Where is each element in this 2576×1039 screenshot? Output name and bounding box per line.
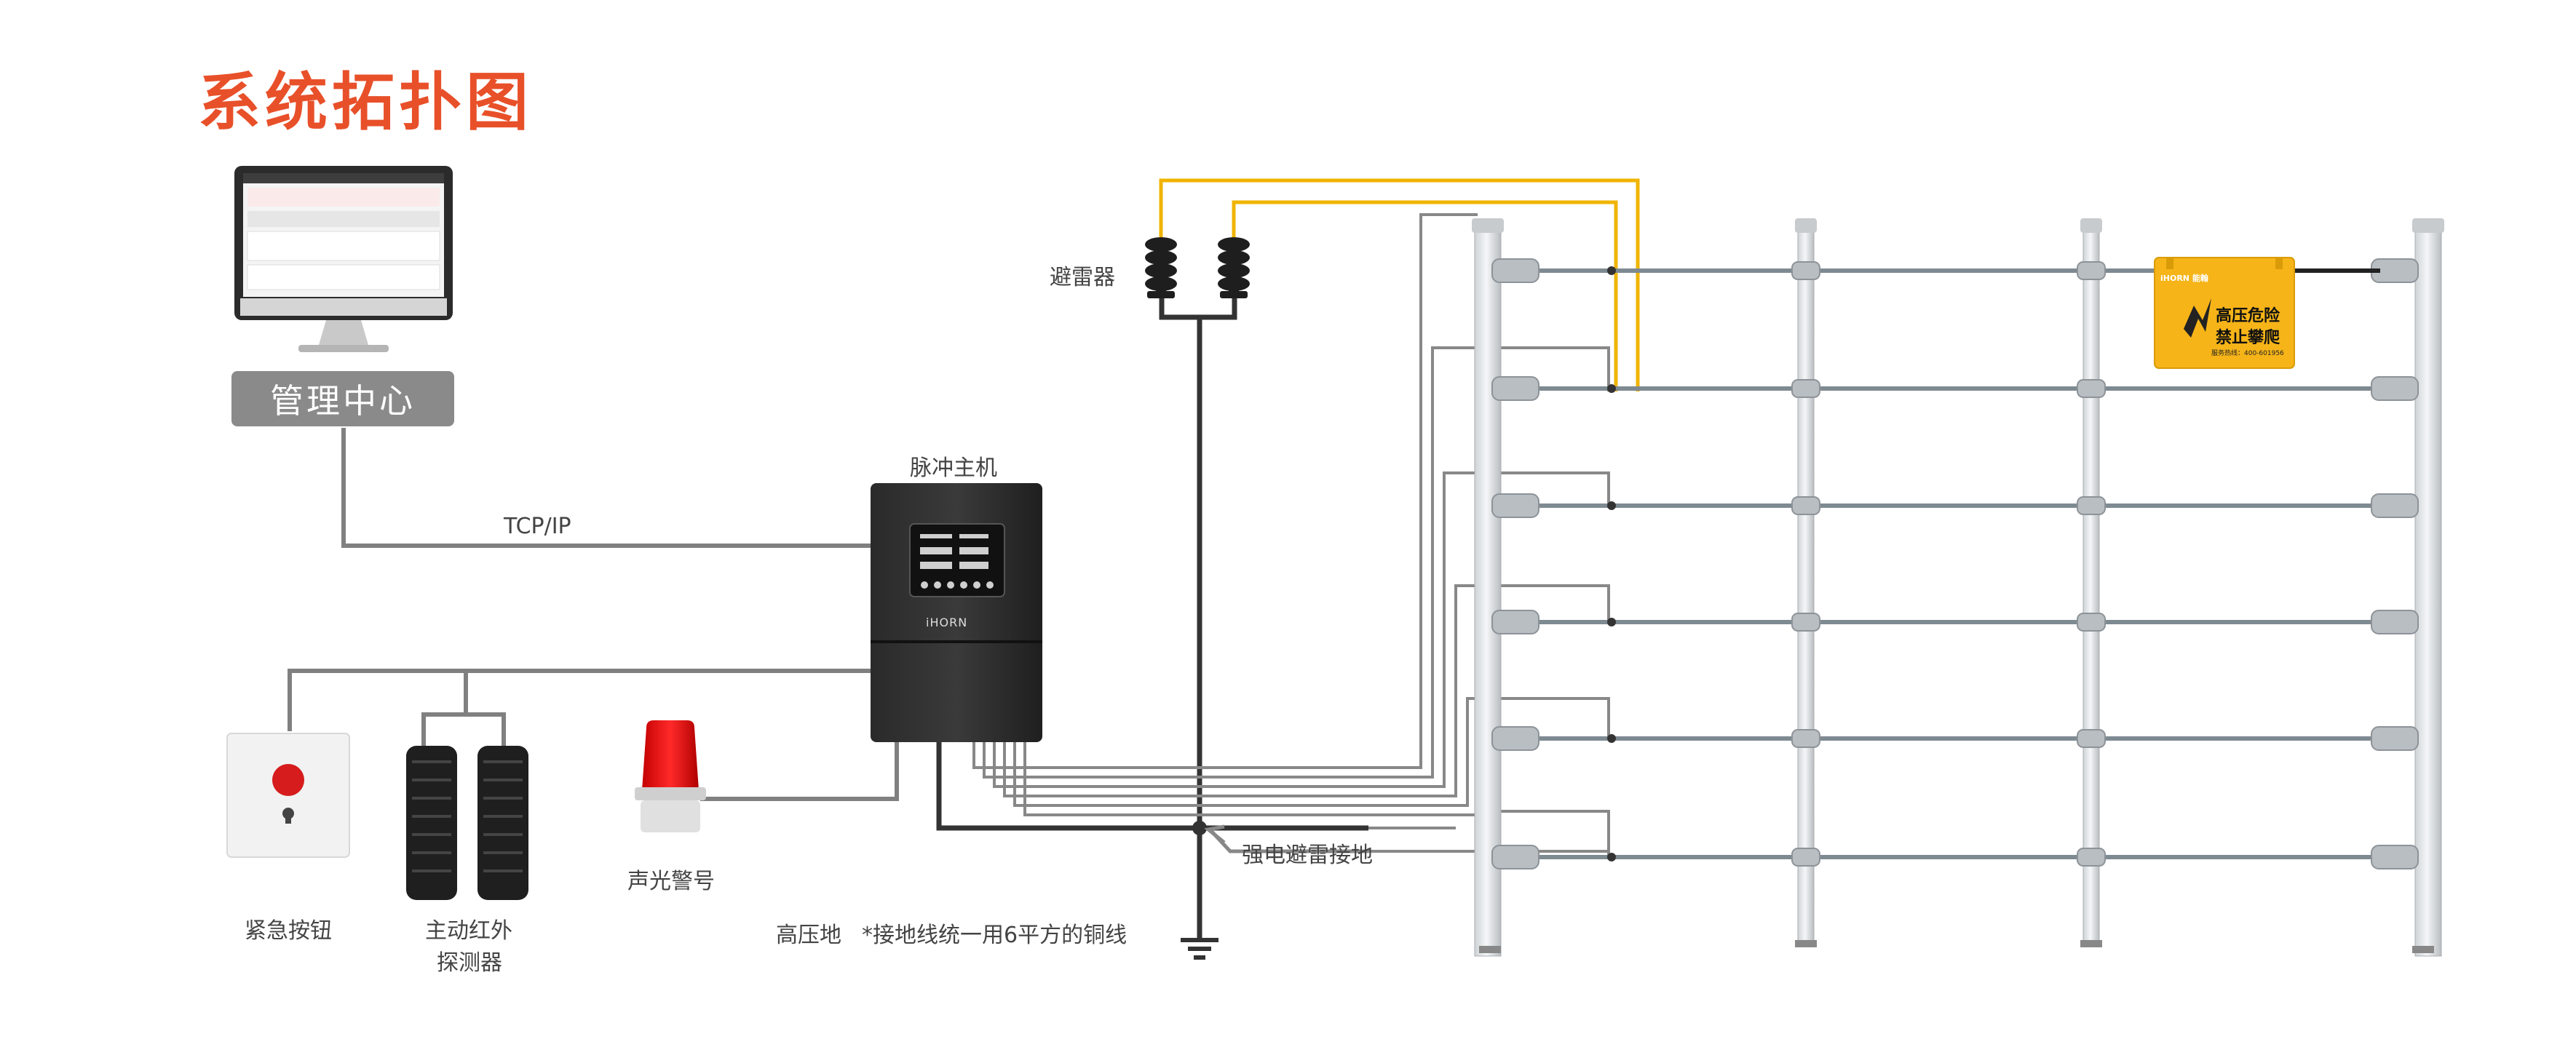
sign-line-1: 高压危险	[2216, 307, 2280, 325]
lightning-arrester-icon	[1145, 237, 1250, 298]
sound-light-alarm-label: 声光警号	[627, 869, 715, 894]
high-voltage-warning-icon	[2184, 298, 2211, 338]
ground-note: *接地线统一用6平方的铜线	[862, 923, 1128, 948]
fence-feed-cables	[972, 213, 1610, 857]
infrared-detector-label-1: 主动红外	[425, 918, 512, 944]
ground-symbol-icon	[1181, 938, 1218, 960]
high-voltage-wires	[1159, 178, 1640, 391]
management-center-label: 管理中心	[231, 371, 454, 426]
pulse-host-label: 脉冲主机	[910, 455, 997, 481]
emergency-button-label: 紧急按钮	[245, 918, 332, 944]
tcp-ip-label: TCP/IP	[504, 514, 571, 539]
page-title: 系统拓扑图	[198, 66, 533, 139]
sign-brand: iHORN 能翰	[2160, 274, 2208, 283]
host-brand-logo: iHORN	[926, 616, 968, 629]
alarm-light-device	[635, 720, 706, 832]
sign-line-2: 禁止攀爬	[2216, 329, 2280, 347]
sign-hotline: 服务热线：400-601956	[2211, 350, 2284, 357]
infrared-detector-label-2: 探测器	[437, 950, 502, 976]
emergency-button-device	[226, 733, 350, 858]
high-voltage-ground-label: 高压地	[776, 923, 841, 948]
ground-junction	[1192, 821, 1207, 835]
monitor-icon	[234, 166, 453, 352]
infrared-detector-device	[406, 746, 528, 900]
warning-sign	[2154, 257, 2295, 369]
strong-current-ground-label: 强电避雷接地	[1242, 843, 1373, 868]
signal-cables	[288, 428, 899, 801]
pulse-host-device	[871, 483, 1042, 742]
arrow-icon	[1204, 824, 1368, 853]
lightning-arrester-label: 避雷器	[1050, 265, 1115, 290]
